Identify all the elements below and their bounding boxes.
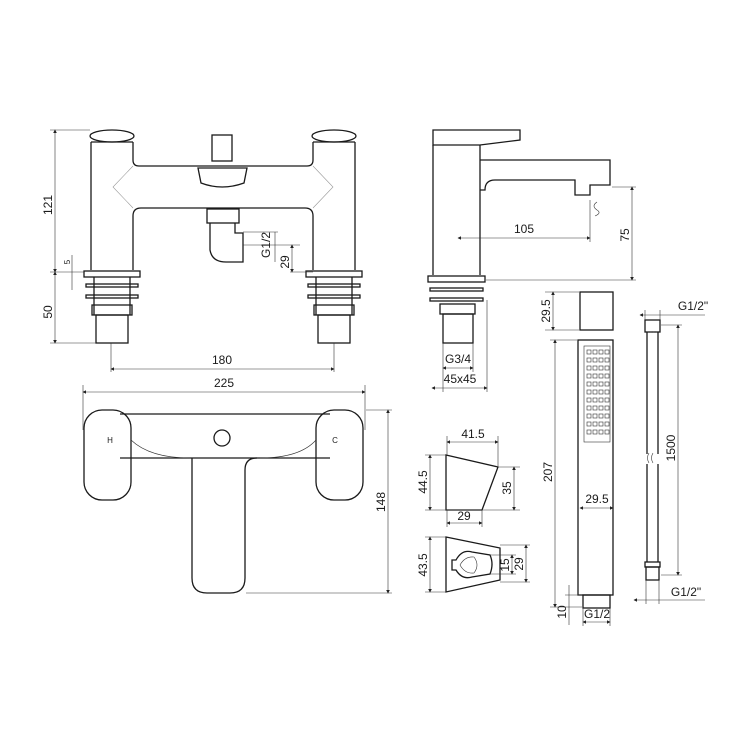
nozzle [586,429,592,435]
dim-lower-inner: 15 [498,558,512,572]
dim-centres: 180 [212,353,232,367]
nozzle [604,365,610,371]
nozzle [586,397,592,403]
dim-head-height: 29.5 [539,299,553,323]
front-view: 121 5 50 180 G1/2 29 [41,129,363,372]
nozzle [598,357,604,363]
nozzle [604,421,610,427]
nozzle [598,421,604,427]
left-base [83,270,141,344]
nozzle [604,389,610,395]
dim-outlet-thread: G1/2 [259,232,273,258]
dim-base-size: 45x45 [444,372,477,386]
hot-label: H [107,436,113,445]
nozzle [598,373,604,379]
nozzle [604,413,610,419]
dim-lower-height: 43.5 [416,553,430,577]
bracket-lower: 43.5 15 29 [416,536,530,593]
dim-length: 207 [541,462,555,482]
nozzle [592,429,598,435]
nozzle [604,429,610,435]
dim-base-height: 50 [41,305,55,319]
nozzle [586,405,592,411]
dim-width: 225 [214,376,234,390]
nozzle [592,397,598,403]
nozzle [592,405,598,411]
nozzle [598,381,604,387]
nozzle [604,349,610,355]
dim-bracket-height: 44.5 [416,470,430,494]
nozzle [604,397,610,403]
nozzle [598,429,604,435]
top-view: 225 H C 148 [82,376,392,594]
nozzle [586,357,592,363]
dim-outlet-height: 29 [278,255,292,269]
nozzle [586,413,592,419]
spray-nozzles [586,349,610,435]
nozzle [604,373,610,379]
dim-bracket-width: 41.5 [461,427,485,441]
nozzle [592,421,598,427]
dim-handset-width: 29.5 [585,492,609,506]
hose: G1/2" 1500 G1/2" [633,299,708,604]
dim-washer: 5 [63,259,72,264]
nozzle [592,365,598,371]
nozzle [586,421,592,427]
dim-bracket-front: 35 [500,481,514,495]
nozzle [586,381,592,387]
dim-spout-height: 75 [618,228,632,242]
nozzle [604,381,610,387]
dim-inlet-thread: G3/4 [445,352,471,366]
nozzle [586,365,592,371]
wall-bracket: 41.5 44.5 35 29 [416,427,520,527]
dim-height: 121 [41,195,55,215]
dim-hose-length: 1500 [664,434,678,461]
dim-spout-reach: 105 [514,222,534,236]
dim-bracket-base: 29 [457,509,471,523]
nozzle [598,389,604,395]
dim-lower-outer: 29 [512,557,526,571]
dim-hose-bottom-thread: G1/2" [671,585,701,599]
nozzle [592,373,598,379]
nozzle [598,405,604,411]
nozzle [586,349,592,355]
nozzle [598,413,604,419]
dim-thread: G1/2 [584,607,610,621]
hand-shower: 29.5 207 29.5 10 G1/2 [539,291,614,626]
dim-hose-top-thread: G1/2" [678,299,708,313]
nozzle [604,357,610,363]
nozzle [592,357,598,363]
nozzle [592,389,598,395]
dim-depth: 148 [374,492,388,512]
side-view: 105 75 G3/4 45x45 [427,129,636,392]
nozzle [592,413,598,419]
nozzle [586,373,592,379]
right-base [305,270,363,344]
nozzle [598,365,604,371]
nozzle [586,389,592,395]
dim-connector: 10 [555,605,569,619]
nozzle [604,405,610,411]
nozzle [592,349,598,355]
cold-label: C [332,436,338,445]
nozzle [598,397,604,403]
nozzle [592,381,598,387]
nozzle [598,349,604,355]
